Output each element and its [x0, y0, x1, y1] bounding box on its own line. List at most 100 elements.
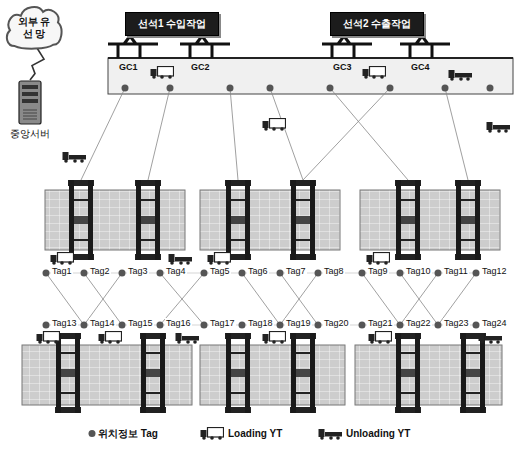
- server-bay: [22, 92, 38, 96]
- rtgc-crane: [68, 180, 94, 260]
- yard-truck: [37, 332, 60, 344]
- tag-label: Tag15: [127, 318, 154, 329]
- rtgc-crane: [290, 180, 316, 260]
- node-text: 외부 유선 망: [16, 16, 52, 39]
- crane-label: GC4: [410, 62, 431, 73]
- position-tag: [157, 270, 164, 277]
- legend-text: Unloading YT: [346, 428, 410, 440]
- berth-box: 선석1 수입작업: [125, 12, 219, 36]
- rtgc-crane: [395, 180, 421, 260]
- yard-truck: [63, 152, 87, 163]
- position-tag: [43, 270, 50, 277]
- server-bay: [22, 99, 38, 103]
- yard-truck: [151, 67, 174, 79]
- server-bay: [22, 85, 38, 89]
- server-icon: [17, 80, 43, 126]
- tag-label: Tag24: [481, 318, 508, 329]
- rtgc-crane: [225, 180, 251, 260]
- yard-truck: [367, 253, 390, 265]
- rtgc-crane: [395, 333, 421, 413]
- tag-label: Tag6: [247, 266, 269, 277]
- position-tag: [201, 270, 208, 277]
- position-tag: [387, 85, 394, 92]
- tag-label: Tag17: [209, 318, 236, 329]
- quay-apron: [108, 58, 513, 94]
- position-tag: [315, 270, 322, 277]
- tag-label: Tag13: [51, 318, 78, 329]
- tag-label: Tag22: [405, 318, 432, 329]
- cloud-shape: [7, 7, 62, 49]
- position-tag: [315, 322, 322, 329]
- rtgc-crane: [135, 180, 161, 260]
- yard-truck: [169, 254, 193, 265]
- yard-truck: [208, 253, 231, 265]
- tag-label: Tag21: [367, 318, 394, 329]
- legend-sample: [200, 427, 224, 440]
- node-text: 선석2 수출작업: [343, 18, 411, 30]
- network-link: [30, 48, 44, 80]
- quay-crane: [322, 36, 372, 58]
- server-case: [19, 81, 41, 124]
- yard-block: [45, 190, 185, 250]
- tag-label: Tag1: [51, 266, 73, 277]
- yard-truck: [487, 122, 511, 133]
- position-tag: [442, 85, 449, 92]
- tag-label: Tag4: [165, 266, 187, 277]
- tag-label: Tag16: [165, 318, 192, 329]
- crane-rail: [108, 57, 513, 59]
- yard-truck: [449, 70, 473, 81]
- rtgc-crane: [55, 180, 486, 413]
- node-text: 선석1 수입작업: [138, 18, 206, 30]
- tag-label: Tag12: [481, 266, 508, 277]
- route-line: [81, 88, 468, 180]
- tag-label: Tag2: [89, 266, 111, 277]
- yard-truck: [51, 253, 74, 265]
- tag-label: Tag9: [367, 266, 389, 277]
- position-tag: [81, 270, 88, 277]
- yard-block: [200, 345, 345, 405]
- legend-sample: [318, 427, 342, 440]
- yard-truck: [263, 332, 286, 344]
- quay-crane: [108, 36, 158, 58]
- position-tag: [239, 270, 246, 277]
- route-line: [81, 88, 468, 180]
- position-tag: [167, 85, 174, 92]
- rtgc-crane: [55, 333, 81, 413]
- position-tag: [327, 85, 334, 92]
- rtgc-crane: [140, 333, 166, 413]
- yard-block: [200, 190, 340, 250]
- yard-truck: [37, 67, 511, 344]
- tag-label: Tag8: [323, 266, 345, 277]
- position-tag: [435, 270, 442, 277]
- tag-label: Tag18: [247, 318, 274, 329]
- tag-label: Tag23: [443, 318, 470, 329]
- position-tag: [122, 85, 129, 92]
- position-tag: [119, 322, 126, 329]
- position-tag: [359, 270, 366, 277]
- crane-label: GC1: [118, 62, 139, 73]
- rtgc-crane: [455, 180, 481, 260]
- crane-label: GC3: [332, 62, 353, 73]
- tag-label: Tag10: [405, 266, 432, 277]
- yard-block: [45, 190, 500, 250]
- yard-truck: [99, 332, 122, 344]
- quay-crane: [180, 36, 230, 58]
- network-cloud: 외부 유선 망: [4, 4, 64, 50]
- yard-truck: [479, 333, 503, 344]
- position-tag: [277, 322, 284, 329]
- position-tag: [119, 270, 126, 277]
- yard-block: [22, 345, 502, 405]
- position-tag: [359, 322, 366, 329]
- yard-truck: [263, 119, 286, 131]
- position-tag: [157, 322, 164, 329]
- berth-box: 선석2 수출작업: [330, 12, 424, 36]
- tag-label: Tag3: [127, 266, 149, 277]
- position-tag: [227, 85, 234, 92]
- truck-sample: [201, 428, 224, 440]
- position-tag: [201, 322, 208, 329]
- tag-label: Tag11: [443, 266, 469, 277]
- server-vent: [23, 110, 37, 119]
